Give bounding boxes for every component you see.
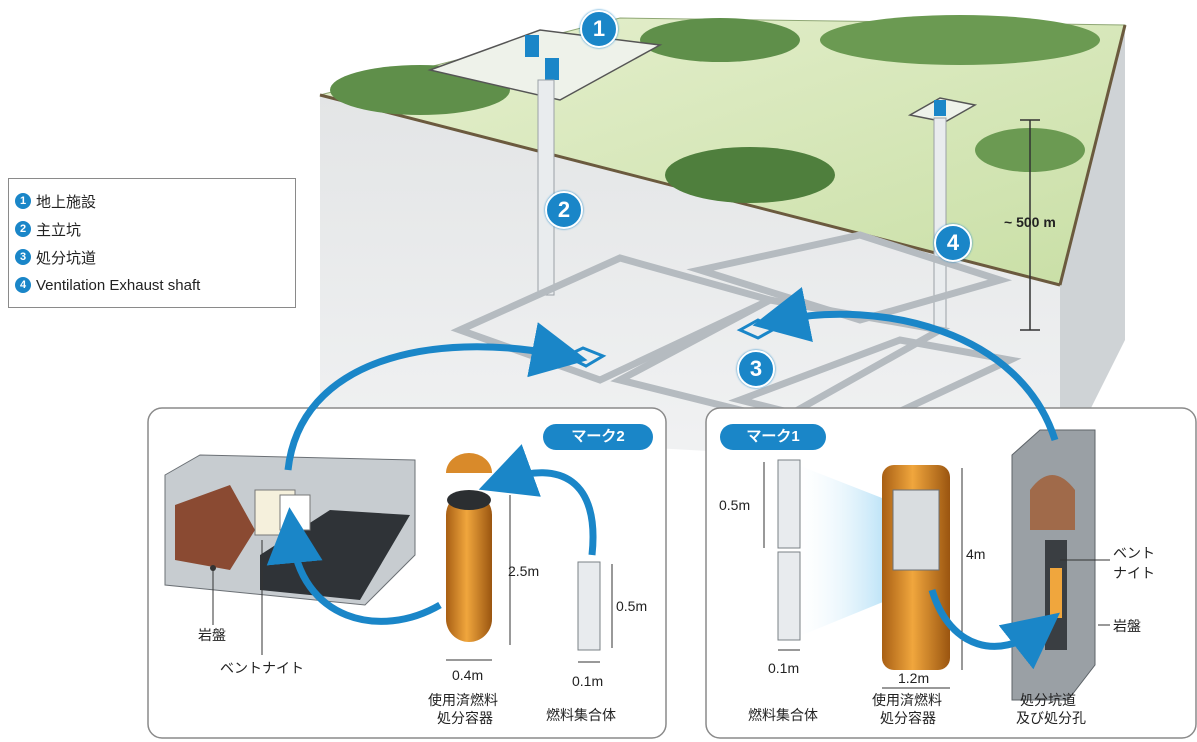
assembly-height-label: 0.5m: [616, 598, 648, 614]
fuel-assembly-upper: [777, 459, 801, 549]
surface-edge-side: [1058, 24, 1127, 286]
hole-label-line2: 及び処分孔: [1016, 710, 1086, 726]
assembly-beam: [790, 462, 900, 640]
marker-2-icon: 2: [15, 221, 31, 237]
legend-item-surface-facility: 1 地上施設: [15, 187, 289, 215]
legend-label: 処分坑道: [36, 249, 97, 267]
main-shaft: [537, 79, 555, 296]
marker-4-icon: 4: [15, 277, 31, 293]
facility-building: [545, 58, 559, 80]
hill: [640, 18, 800, 62]
marker-2: 2: [545, 191, 583, 229]
canister-top: [447, 490, 491, 510]
marker-4: 4: [934, 224, 972, 262]
mark2-title: マーク2: [543, 424, 653, 450]
hole-label-line1: 処分坑道: [1020, 692, 1076, 708]
ventilation-building: [934, 100, 946, 116]
hill: [665, 147, 835, 203]
arrow-to-mark1: [752, 287, 1059, 442]
bentonite-label: ベントナイト: [220, 660, 304, 676]
canister-width-label-r: 1.2m: [898, 670, 930, 686]
marker-3-icon: 3: [15, 249, 31, 265]
rock-block-front: [320, 95, 1060, 470]
marker-1: 1: [580, 10, 618, 48]
hill: [820, 15, 1100, 65]
disposal-tunnel: [1030, 475, 1075, 530]
marker-1-icon: 1: [15, 193, 31, 209]
assembly-width-label: 0.1m: [572, 673, 604, 689]
canister-body: [446, 492, 492, 642]
depth-label: ~ 500 m: [1004, 214, 1056, 230]
rock-block-side: [1060, 25, 1125, 470]
assembly-label-r: 燃料集合体: [748, 707, 818, 723]
legend: 1 地上施設 2 主立坑 3 処分坑道 4 Ventilation Exhaus…: [8, 178, 296, 308]
legend-item-main-shaft: 2 主立坑: [15, 215, 289, 243]
rock-label-r: 岩盤: [1113, 618, 1141, 634]
legend-item-disposal-tunnel: 3 処分坑道: [15, 243, 289, 271]
canister-height-label: 2.5m: [508, 563, 540, 579]
facility-building: [525, 35, 539, 57]
bentonite-label-r-line1: ベント: [1113, 545, 1155, 561]
arrow-canister-to-hole: [928, 588, 1060, 670]
arrow-to-mark2: [284, 322, 588, 471]
assembly-label: 燃料集合体: [546, 707, 616, 723]
arrow-canister-to-tunnel: [266, 507, 442, 625]
rock-leader-dot: [210, 565, 216, 571]
legend-label: 主立坑: [36, 221, 82, 239]
canister-inner: [892, 489, 940, 571]
arrow-assembly-to-canister: [478, 444, 597, 556]
fuel-assembly: [577, 561, 601, 651]
mark1-title: マーク1: [720, 424, 826, 450]
fuel-assembly-lower: [777, 551, 801, 641]
legend-label: Ventilation Exhaust shaft: [36, 276, 201, 294]
canister-width-label: 0.4m: [452, 667, 484, 683]
legend-label: 地上施設: [36, 193, 97, 211]
assembly-width-label-r: 0.1m: [768, 660, 800, 676]
bentonite-block: [279, 494, 311, 531]
rock-layer: [175, 485, 255, 570]
assembly-height-label-r: 0.5m: [719, 497, 751, 513]
canister-in-hole: [1050, 568, 1062, 618]
rock-label: 岩盤: [198, 627, 226, 643]
marker-3: 3: [737, 350, 775, 388]
legend-item-ventilation-shaft: 4 Ventilation Exhaust shaft: [15, 271, 289, 299]
canister-height-label-r: 4m: [966, 546, 986, 562]
canister-label-line1: 使用済燃料: [428, 692, 498, 708]
canister-label-r-line2: 処分容器: [880, 710, 936, 726]
canister-label-line2: 処分容器: [437, 710, 493, 726]
bentonite-label-r-line2: ナイト: [1113, 565, 1155, 581]
canister-label-r-line1: 使用済燃料: [872, 692, 942, 708]
